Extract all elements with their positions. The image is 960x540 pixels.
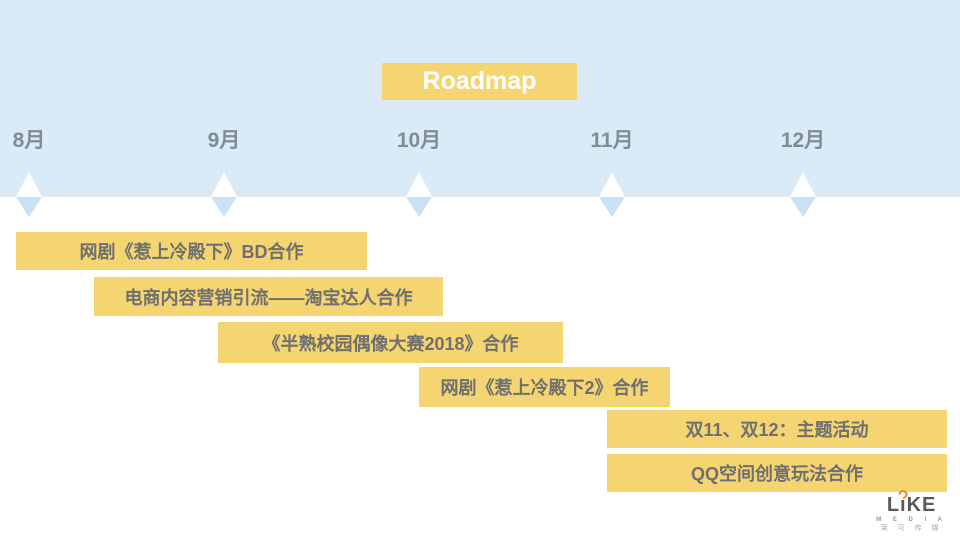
timeline-bar-web-drama-2: 网剧《惹上冷殿下2》合作 — [419, 367, 670, 407]
month-label-oct: 10月 — [396, 129, 442, 152]
logo-chinese-name: 莱 可 传 媒 — [880, 525, 943, 532]
logo-media-text: M E D I A — [876, 517, 947, 523]
roadmap-title: Roadmap — [382, 63, 577, 100]
marker-up-triangle — [599, 172, 625, 197]
marker-up-triangle — [790, 172, 816, 197]
marker-down-triangle — [599, 197, 625, 217]
marker-down-triangle — [790, 197, 816, 217]
timeline-bar-ecommerce-taobao: 电商内容营销引流——淘宝达人合作 — [94, 277, 443, 316]
month-label-dec: 12月 — [780, 129, 826, 152]
timeline-bar-double11-double12: 双11、双12：主题活动 — [607, 410, 947, 448]
timeline-bar-campus-idol-2018: 《半熟校园偶像大赛2018》合作 — [218, 322, 563, 363]
marker-up-triangle — [406, 172, 432, 197]
marker-down-triangle — [211, 197, 237, 217]
month-label-nov: 11月 — [590, 129, 634, 152]
logo-letter-l: L — [886, 494, 901, 516]
marker-up-triangle — [211, 172, 237, 197]
logo-letter-i: ı — [896, 488, 910, 515]
month-label-sep: 9月 — [207, 129, 241, 152]
timeline-bar-qq-zone: QQ空间创意玩法合作 — [607, 454, 947, 492]
month-label-aug: 8月 — [12, 129, 46, 152]
logo-letters-ke: KE — [906, 494, 937, 516]
marker-down-triangle — [16, 197, 42, 217]
marker-up-triangle — [16, 172, 42, 197]
timeline-bar-web-drama-bd: 网剧《惹上冷殿下》BD合作 — [16, 232, 367, 270]
marker-down-triangle — [406, 197, 432, 217]
